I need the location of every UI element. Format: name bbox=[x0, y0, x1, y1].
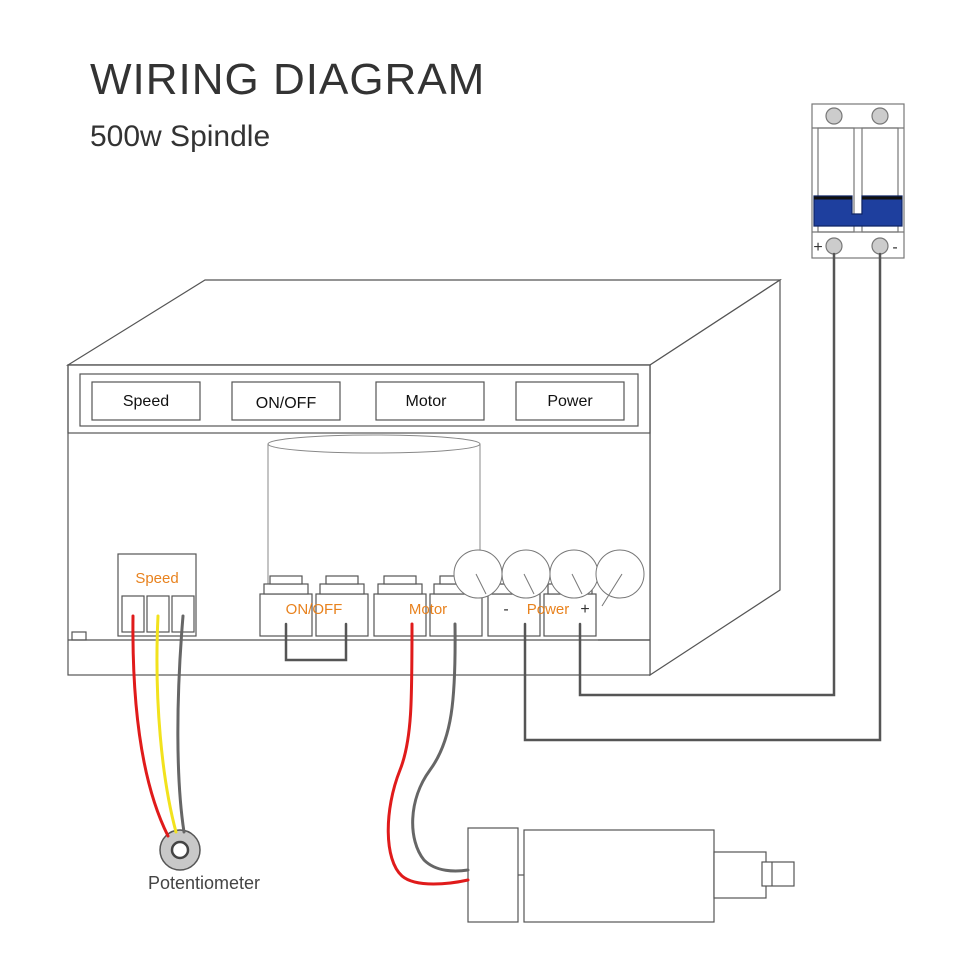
power-wire-plus bbox=[578, 252, 836, 697]
round-components bbox=[453, 549, 645, 607]
wires bbox=[131, 252, 882, 886]
breaker-inner-right bbox=[861, 127, 899, 233]
motor-shaft bbox=[761, 861, 795, 887]
motor-terminal-1 bbox=[373, 593, 427, 637]
breaker-minus-sign: - bbox=[892, 239, 897, 256]
box-base-notch bbox=[71, 631, 87, 641]
panel-label-box-motor bbox=[375, 381, 485, 421]
spindle-motor bbox=[467, 827, 795, 923]
motor-end-cap bbox=[467, 827, 519, 923]
component-lead-4 bbox=[601, 573, 623, 607]
power-wire-minus bbox=[523, 252, 882, 742]
panel-label-box-onoff bbox=[231, 381, 341, 421]
panel-label-motor: Motor bbox=[406, 393, 448, 410]
front-panel-inner bbox=[79, 373, 639, 427]
power-terminal-label: Power bbox=[527, 601, 570, 618]
circuit-breaker bbox=[811, 103, 905, 259]
breaker-terminal-plus bbox=[825, 237, 843, 255]
breaker-top-screw-left bbox=[825, 107, 843, 125]
onoff-screw-cap-1 bbox=[269, 575, 303, 585]
motor-terminal-label: Motor bbox=[409, 601, 447, 618]
motor-body bbox=[523, 829, 715, 923]
speed-wire-gray bbox=[176, 614, 186, 834]
breaker-switch bbox=[813, 195, 903, 227]
motor-shaft-collar bbox=[713, 851, 767, 899]
breaker-top-screw-right bbox=[871, 107, 889, 125]
round-component-2 bbox=[501, 549, 551, 599]
power-minus-sign: - bbox=[503, 601, 508, 618]
potentiometer bbox=[159, 829, 201, 871]
speed-wire-red bbox=[131, 614, 170, 838]
onoff-screw-cap-2 bbox=[325, 575, 359, 585]
panel-label-onoff: ON/OFF bbox=[256, 395, 317, 412]
onoff-screw-1 bbox=[263, 583, 309, 595]
round-component-1 bbox=[453, 549, 503, 599]
speed-wire-yellow bbox=[155, 614, 178, 834]
breaker-body bbox=[811, 103, 905, 259]
speed-terminal-label: Speed bbox=[135, 570, 178, 587]
front-panel-band bbox=[67, 364, 651, 434]
front-panel-labels bbox=[91, 381, 625, 421]
round-component-4 bbox=[595, 549, 645, 599]
component-lead-2 bbox=[523, 573, 535, 595]
panel-label-box-speed bbox=[91, 381, 201, 421]
potentiometer-inner bbox=[170, 840, 190, 860]
breaker-terminal-minus bbox=[871, 237, 889, 255]
breaker-inner-left bbox=[817, 127, 855, 233]
power-plus-sign: + bbox=[580, 601, 589, 618]
round-component-3 bbox=[549, 549, 599, 599]
onoff-terminal-label: ON/OFF bbox=[286, 601, 343, 618]
onoff-jumper-wire bbox=[284, 622, 348, 662]
potentiometer-label: Potentiometer bbox=[148, 873, 260, 893]
capacitor-top bbox=[267, 434, 481, 454]
panel-label-speed: Speed bbox=[123, 393, 169, 410]
diagram-subtitle: 500w Spindle bbox=[90, 120, 270, 153]
component-lead-1 bbox=[475, 573, 487, 595]
onoff-screw-2 bbox=[319, 583, 365, 595]
motor-wire-red bbox=[386, 622, 470, 886]
breaker-plus-sign: + bbox=[813, 239, 822, 256]
panel-label-box-power bbox=[515, 381, 625, 421]
motor-screw-1 bbox=[377, 583, 423, 595]
onoff-terminal-2 bbox=[315, 593, 369, 637]
diagram-title: WIRING DIAGRAM bbox=[90, 55, 485, 104]
motor-screw-cap-1 bbox=[383, 575, 417, 585]
panel-label-power: Power bbox=[547, 393, 593, 410]
component-lead-3 bbox=[571, 573, 583, 595]
motor-wire-gray bbox=[411, 622, 470, 873]
